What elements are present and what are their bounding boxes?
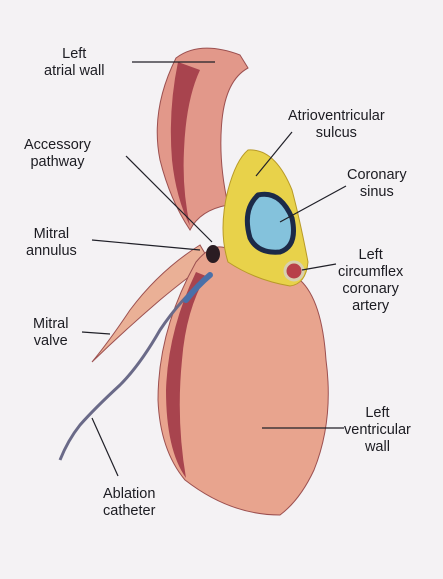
ventricular-endocardium [166, 272, 206, 478]
label-line: artery [352, 298, 390, 314]
circumflex-artery-shape [283, 260, 305, 282]
leader-ablation-catheter [91, 417, 119, 477]
coronary-sinus-shape [244, 191, 296, 255]
label-coronary-sinus: Coronary sinus [347, 167, 407, 201]
leader-coronary-sinus [279, 185, 347, 223]
left-atrial-endocardium [170, 62, 200, 226]
label-left-atrial-wall: Left atrial wall [44, 46, 104, 80]
label-line: circumflex [338, 264, 404, 280]
label-line: wall [364, 439, 390, 455]
label-left-circumflex-coronary-artery: Left circumflex coronary artery [338, 247, 403, 315]
accessory-pathway-shape [206, 245, 220, 263]
ablation-catheter-shape [58, 276, 207, 461]
label-accessory-pathway: Accessory pathway [24, 137, 91, 171]
label-line: Left [62, 46, 87, 62]
mitral-valve-leaflet [91, 244, 211, 363]
leader-av-sulcus [255, 131, 293, 177]
ablation-catheter-tip [183, 272, 213, 303]
label-line: annulus [26, 243, 77, 259]
left-ventricular-wall-shape [157, 246, 329, 516]
label-ablation-catheter: Ablation catheter [103, 486, 155, 520]
label-line: Accessory [24, 137, 91, 153]
label-line: sinus [359, 184, 394, 200]
leader-circumflex [301, 263, 337, 271]
leader-mitral-valve [81, 331, 111, 335]
label-line: Ablation [103, 486, 156, 502]
label-line: Left [358, 247, 383, 263]
label-line: Coronary [347, 167, 407, 183]
label-line: Mitral [33, 316, 69, 332]
label-line: Atrioventricular [288, 108, 385, 124]
leader-mitral-annulus [91, 239, 201, 251]
label-line: coronary [342, 281, 399, 297]
leader-accessory-pathway [125, 155, 213, 243]
label-mitral-annulus: Mitral annulus [26, 226, 77, 260]
label-line: Left [365, 405, 390, 421]
label-line: pathway [30, 154, 85, 170]
label-line: ventricular [344, 422, 411, 438]
label-atrioventricular-sulcus: Atrioventricular sulcus [288, 108, 385, 142]
label-mitral-valve: Mitral valve [33, 316, 68, 350]
label-line: valve [33, 333, 68, 349]
leader-lines [81, 61, 347, 477]
label-line: Mitral [33, 226, 70, 242]
label-line: sulcus [315, 125, 357, 141]
label-line: catheter [103, 503, 156, 519]
label-line: atrial wall [44, 63, 105, 79]
label-left-ventricular-wall: Left ventricular wall [344, 405, 411, 456]
